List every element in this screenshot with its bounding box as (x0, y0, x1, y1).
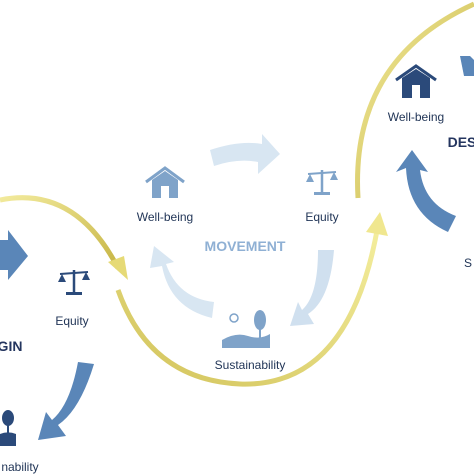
scale-icon (306, 170, 338, 195)
left-ring-arrowhead (108, 256, 128, 280)
right-ring-arc (355, 1, 474, 199)
landscape-icon (222, 310, 270, 348)
right-wellbeing-label: Well-being (387, 110, 445, 124)
middle-right-arrow (290, 250, 334, 326)
middle-left-arrow (150, 246, 214, 318)
left-equity-label: Equity (55, 314, 89, 328)
left-stage-title: GIN (0, 338, 23, 354)
middle-sustainability-label: Sustainability (214, 358, 286, 372)
middle-stage-title: MOVEMENT (204, 238, 286, 254)
middle-ring-arc (115, 224, 381, 387)
right-stage-title: DES (447, 134, 474, 150)
left-ring-arc (0, 195, 121, 270)
landscape-icon-left (0, 410, 16, 446)
right-top-arrow (460, 56, 474, 76)
left-sustainability-label: nability (1, 460, 39, 474)
left-top-arrow (0, 230, 28, 280)
right-left-arrow (396, 150, 456, 232)
right-sustainability-label: S (463, 256, 473, 270)
left-bottom-arrow (38, 362, 94, 440)
middle-ring-arrowhead (366, 212, 388, 236)
middle-wellbeing-label: Well-being (136, 210, 194, 224)
middle-top-arrow (210, 134, 280, 174)
house-icon-right (395, 64, 437, 98)
house-icon (145, 166, 185, 198)
middle-equity-label: Equity (305, 210, 339, 224)
scale-icon-left (58, 270, 90, 295)
